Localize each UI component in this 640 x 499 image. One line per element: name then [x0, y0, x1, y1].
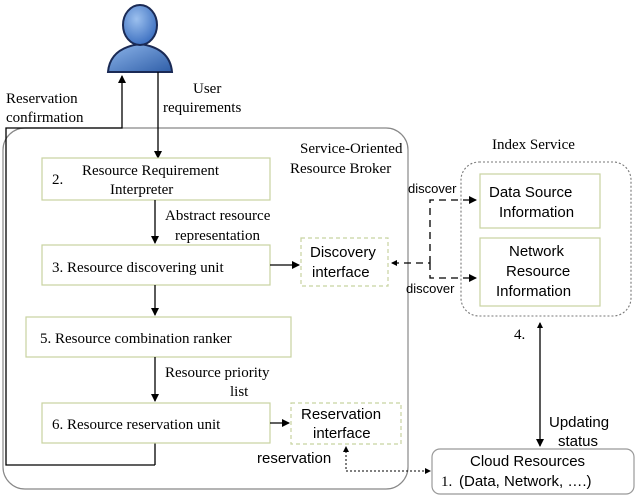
resource-combination-ranker-box: 5. Resource combination ranker: [25, 316, 292, 358]
user-icon: [106, 4, 174, 73]
svg-text:Resource priority: Resource priority: [165, 365, 270, 381]
index-service-title: Index Service: [492, 137, 575, 153]
step4-label: 4.: [514, 327, 525, 343]
svg-text:Interpreter: Interpreter: [110, 182, 173, 198]
svg-text:2.: 2.: [52, 172, 63, 188]
discovery-interface-box: Discovery interface: [300, 237, 389, 287]
svg-text:Service-Oriented: Service-Oriented: [300, 141, 403, 157]
svg-text:Resource: Resource: [506, 263, 570, 280]
svg-text:Information: Information: [499, 204, 574, 221]
reservation-label: reservation: [257, 450, 331, 467]
user-requirements-label: User requirements: [163, 81, 241, 116]
svg-text:list: list: [230, 384, 249, 400]
svg-text:3. Resource discovering unit: 3. Resource discovering unit: [52, 260, 224, 276]
svg-text:Data Source: Data Source: [489, 184, 572, 201]
resource-priority-label: Resource priority list: [165, 365, 270, 400]
resource-discovering-unit-box: 3. Resource discovering unit: [41, 244, 271, 286]
svg-text:(Data, Network, ….): (Data, Network, ….): [459, 473, 592, 490]
svg-text:Resource Broker: Resource Broker: [290, 161, 391, 177]
reservation-confirmation-path: [5, 75, 155, 466]
reservation-confirmation-label: Reservation confirmation: [6, 91, 84, 126]
svg-text:Resource Requirement: Resource Requirement: [82, 163, 220, 179]
svg-text:6. Resource reservation unit: 6. Resource reservation unit: [52, 417, 221, 433]
reservation-link: [343, 446, 431, 474]
reservation-interface-box: Reservation interface: [290, 402, 402, 445]
svg-text:representation: representation: [175, 228, 260, 244]
svg-text:confirmation: confirmation: [6, 110, 84, 126]
abstract-resource-label: Abstract resource representation: [165, 208, 271, 244]
svg-text:Discovery: Discovery: [310, 244, 376, 261]
discover-label-top: discover: [408, 181, 457, 196]
broker-title: Service-Oriented Resource Broker: [290, 141, 403, 177]
svg-text:status: status: [558, 433, 598, 450]
svg-text:Network: Network: [509, 243, 565, 260]
discover-connectors: [391, 196, 477, 282]
svg-text:Reservation: Reservation: [301, 406, 381, 423]
svg-text:Cloud Resources: Cloud Resources: [470, 453, 585, 470]
svg-text:Updating: Updating: [549, 414, 609, 431]
svg-text:User: User: [193, 81, 221, 97]
svg-text:Reservation: Reservation: [6, 91, 78, 107]
svg-text:Abstract resource: Abstract resource: [165, 208, 271, 224]
cloud-resources-box: Cloud Resources 1. (Data, Network, ….): [431, 448, 635, 495]
resource-broker-container: [2, 127, 409, 490]
resource-reservation-unit-box: 6. Resource reservation unit: [41, 402, 271, 444]
data-source-information-box: Data Source Information: [479, 173, 601, 229]
resource-requirement-interpreter-box: 2. Resource Requirement Interpreter: [41, 157, 271, 201]
index-service-container: [460, 161, 632, 317]
discover-label-bottom: discover: [406, 281, 455, 296]
svg-text:1.: 1.: [441, 474, 452, 490]
svg-text:Information: Information: [496, 283, 571, 300]
updating-status-label: Updating status: [549, 414, 609, 450]
svg-text:interface: interface: [313, 425, 371, 442]
svg-text:5. Resource combination ranker: 5. Resource combination ranker: [40, 331, 232, 347]
svg-text:requirements: requirements: [163, 100, 241, 116]
svg-text:interface: interface: [312, 264, 370, 281]
network-resource-information-box: Network Resource Information: [479, 237, 601, 307]
